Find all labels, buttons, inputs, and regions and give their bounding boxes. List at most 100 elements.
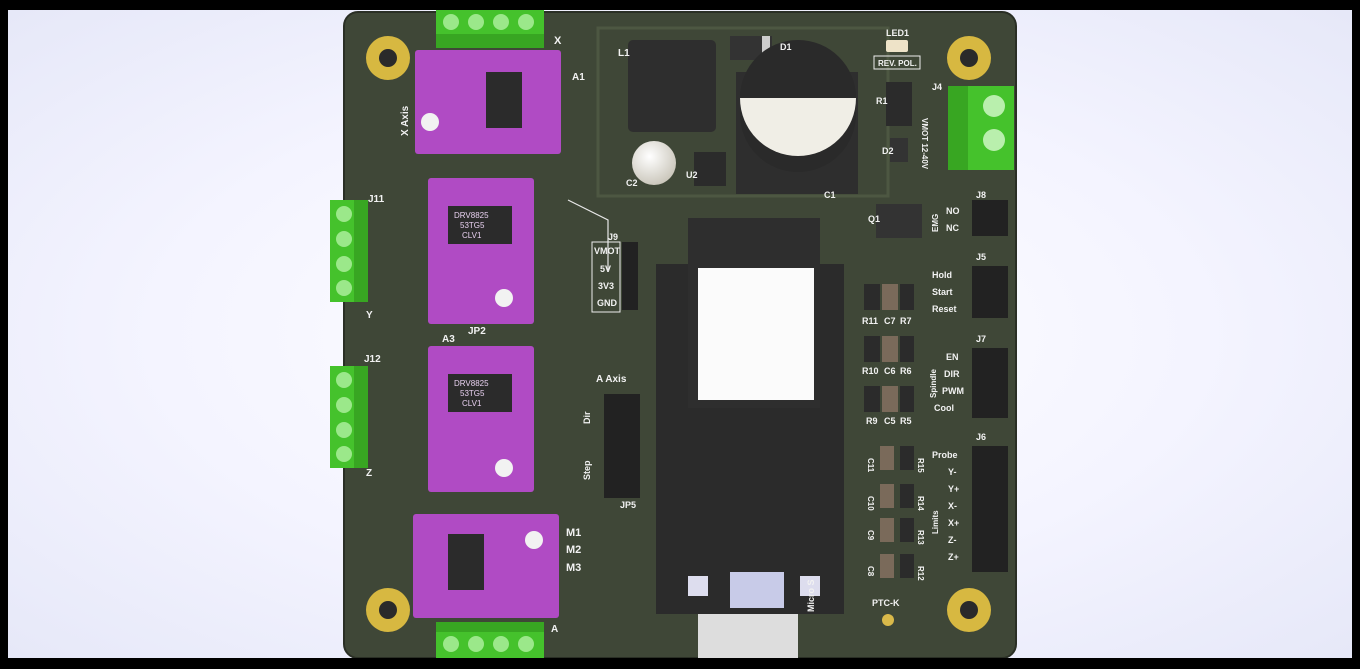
label-jp5: JP5 (620, 500, 636, 510)
label-ym: Y- (948, 467, 957, 477)
label-c8: C8 (866, 566, 875, 577)
label-limits: Limits (931, 510, 940, 534)
label-r5: R5 (900, 416, 912, 426)
label-en: EN (946, 352, 959, 362)
esp32-module (656, 218, 844, 658)
label-a: A (551, 624, 558, 635)
label-no: NO (946, 206, 960, 216)
electrolytic-cap-c1 (736, 40, 858, 194)
diode-d2 (890, 138, 908, 162)
silkscreen: X A1 X Axis J11 Y J12 Z A3 JP2 A M1 M2 M… (364, 28, 986, 635)
label-micro: Micro S (806, 579, 816, 612)
label-c7: C7 (884, 316, 896, 326)
label-a1: A1 (572, 72, 585, 83)
label-u2: U2 (686, 170, 698, 180)
header-j8 (972, 200, 1008, 236)
label-l1: L1 (618, 48, 630, 59)
passive-array (864, 284, 914, 578)
label-gnd: GND (597, 298, 618, 308)
driver-board (428, 346, 534, 492)
mounting-hole (947, 588, 991, 632)
label-emg: EMG (931, 214, 940, 232)
resistor-r1 (886, 82, 912, 126)
label-r13: R13 (916, 530, 925, 545)
label-step: Step (582, 460, 592, 480)
label-c2: C2 (626, 178, 638, 188)
label-hold: Hold (932, 270, 952, 280)
driver3-lot: CLV1 (462, 399, 482, 408)
label-j6: J6 (976, 432, 986, 442)
driver-board (428, 178, 534, 324)
label-r9: R9 (866, 416, 878, 426)
label-c11: C11 (866, 458, 875, 473)
label-spindle: Spindle (929, 369, 938, 398)
label-c9: C9 (866, 530, 875, 541)
label-start: Start (932, 287, 953, 297)
label-j11: J11 (368, 194, 385, 205)
label-m1: M1 (566, 527, 581, 539)
label-m3: M3 (566, 562, 581, 574)
terminal-block-power (948, 86, 1014, 170)
label-jp2: JP2 (468, 326, 486, 337)
label-x-axis: X Axis (400, 105, 411, 136)
label-x: X (554, 35, 562, 47)
label-zm: Z- (948, 535, 957, 545)
label-r12: R12 (916, 566, 925, 581)
label-zp: Z+ (948, 552, 959, 562)
driver-board (413, 514, 559, 618)
label-dir: Dir (582, 411, 592, 424)
label-nc: NC (946, 223, 959, 233)
driver-board (415, 50, 561, 154)
ptc-fuse (882, 614, 894, 626)
label-j4: J4 (932, 82, 942, 92)
header-j6 (972, 446, 1008, 572)
label-dir2: DIR (944, 369, 960, 379)
label-cool: Cool (934, 403, 954, 413)
label-d1: D1 (780, 42, 792, 52)
label-pwm: PWM (942, 386, 964, 396)
label-r7: R7 (900, 316, 912, 326)
label-c1: C1 (824, 190, 836, 200)
label-3v3: 3V3 (598, 281, 614, 291)
label-r1: R1 (876, 96, 888, 106)
label-xp: X+ (948, 518, 959, 528)
terminal-block-x (436, 10, 544, 48)
header-j9 (622, 242, 638, 310)
ic-u2 (694, 152, 726, 186)
label-vmot-range: VMOT 12-40V (920, 118, 929, 170)
label-j7: J7 (976, 334, 986, 344)
transistor-q1 (876, 204, 922, 238)
driver-chip-text: DRV8825 53TG5 CLV1 DRV8825 53TG5 CLV1 (454, 211, 489, 408)
label-xm: X- (948, 501, 957, 511)
capacitor-c2 (632, 141, 676, 185)
label-a-axis: A Axis (596, 374, 627, 385)
mounting-hole (947, 36, 991, 80)
driver2-lot: CLV1 (462, 231, 482, 240)
driver2-code: 53TG5 (460, 221, 485, 230)
inductor-l1 (628, 40, 716, 132)
label-q1: Q1 (868, 214, 880, 224)
header-j5 (972, 266, 1008, 318)
label-j8: J8 (976, 190, 986, 200)
label-led1: LED1 (886, 28, 909, 38)
label-j12: J12 (364, 354, 381, 365)
label-r14: R14 (916, 496, 925, 511)
header-j7 (972, 348, 1008, 418)
label-r11: R11 (862, 316, 878, 326)
driver3-code: 53TG5 (460, 389, 485, 398)
label-reset: Reset (932, 304, 957, 314)
label-y: Y (366, 310, 373, 321)
label-d2: D2 (882, 146, 894, 156)
label-a3: A3 (442, 334, 455, 345)
label-5v: 5V (600, 264, 611, 274)
driver3-chip: DRV8825 (454, 379, 489, 388)
label-m2: M2 (566, 544, 581, 556)
label-r6: R6 (900, 366, 912, 376)
mounting-hole (366, 36, 410, 80)
label-rev-pol: REV. POL. (878, 59, 917, 68)
label-z: Z (366, 468, 372, 479)
label-yp: Y+ (948, 484, 959, 494)
label-j5: J5 (976, 252, 986, 262)
label-r15: R15 (916, 458, 925, 473)
terminal-block-z (330, 366, 368, 468)
